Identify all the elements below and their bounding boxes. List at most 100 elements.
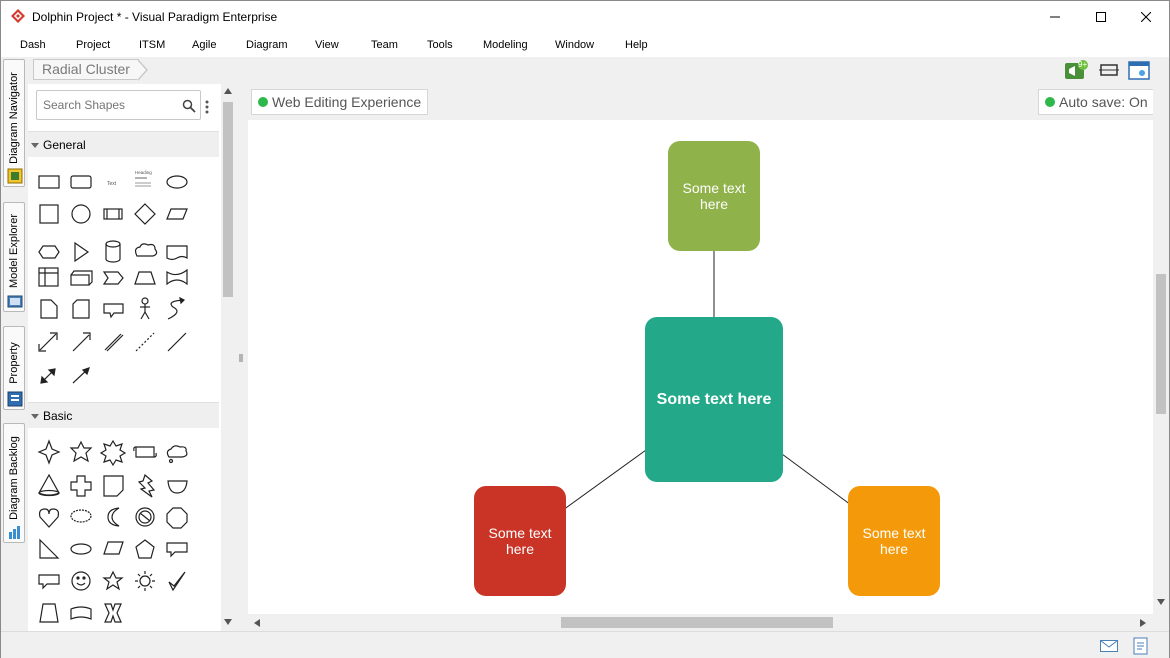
menu-team[interactable]: Team <box>371 39 398 51</box>
menu-view[interactable]: View <box>315 39 339 51</box>
heart-shape[interactable] <box>38 508 60 528</box>
diamond-shape[interactable] <box>134 203 156 225</box>
check-shape[interactable] <box>168 571 186 592</box>
double-line-shape[interactable] <box>104 333 124 352</box>
maximize-button[interactable] <box>1078 1 1124 33</box>
menu-agile[interactable]: Agile <box>192 39 217 51</box>
connector-left[interactable] <box>562 449 647 511</box>
folded-corner-shape[interactable] <box>103 475 124 497</box>
page-shape[interactable] <box>40 299 58 319</box>
cloud-shape[interactable] <box>134 243 158 257</box>
canvas-horizontal-scroll-thumb[interactable] <box>561 617 833 628</box>
scroll-shape[interactable] <box>133 446 157 458</box>
cross-shape[interactable] <box>70 475 92 497</box>
scroll-down-icon[interactable] <box>224 619 232 625</box>
burst-shape[interactable] <box>99 439 127 467</box>
breadcrumb[interactable]: Radial Cluster <box>33 59 139 80</box>
menu-help[interactable]: Help <box>625 39 648 51</box>
search-icon[interactable] <box>182 99 196 113</box>
menu-itsm[interactable]: ITSM <box>139 39 166 51</box>
table-shape[interactable] <box>38 267 59 287</box>
tab-model-explorer[interactable]: Model Explorer <box>3 202 25 312</box>
scroll-down-icon[interactable] <box>1157 599 1165 605</box>
scroll-right-icon[interactable] <box>1140 619 1146 627</box>
trapezoid-shape[interactable] <box>134 271 156 285</box>
canvas-vertical-scroll-thumb[interactable] <box>1156 274 1166 414</box>
tab-diagram-navigator[interactable]: Diagram Navigator <box>3 59 25 187</box>
notes-icon[interactable] <box>1133 637 1149 655</box>
panel-splitter[interactable] <box>235 84 247 631</box>
x-shape[interactable] <box>104 603 122 623</box>
rect-callout-2-shape[interactable] <box>38 574 60 590</box>
trapezoid-2-shape[interactable] <box>39 603 59 623</box>
node-left[interactable]: Some text here <box>474 486 566 596</box>
fit-diagram-button[interactable] <box>1098 60 1120 80</box>
chevron-shape[interactable] <box>102 271 124 285</box>
menu-diagram[interactable]: Diagram <box>246 39 288 51</box>
tab-diagram-backlog[interactable]: Diagram Backlog <box>3 423 25 543</box>
diagram-canvas[interactable]: Some text here Some text here Some text … <box>248 120 1153 614</box>
menu-project[interactable]: Project <box>76 39 111 51</box>
triangle-shape[interactable] <box>74 241 90 263</box>
hexagon-shape[interactable] <box>38 245 60 259</box>
rect-callout-shape[interactable] <box>166 542 188 558</box>
scroll-left-icon[interactable] <box>254 619 260 627</box>
menu-dash[interactable]: Dash <box>20 39 46 51</box>
circle-shape[interactable] <box>71 204 91 224</box>
five-star-shape[interactable] <box>102 570 124 591</box>
category-basic[interactable]: Basic <box>28 402 219 428</box>
node-top[interactable]: Some text here <box>668 141 760 251</box>
document-shape[interactable] <box>166 245 188 261</box>
actor-shape[interactable] <box>140 297 150 320</box>
text-shape[interactable]: Text <box>107 181 117 187</box>
cone-shape[interactable] <box>38 473 60 497</box>
pentagon-shape[interactable] <box>135 539 155 559</box>
lightning-shape[interactable] <box>137 473 156 498</box>
star-shape[interactable] <box>69 440 93 463</box>
rounded-rectangle-shape[interactable] <box>70 175 92 189</box>
layout-panel-button[interactable] <box>1128 60 1150 80</box>
menu-modeling[interactable]: Modeling <box>483 39 528 51</box>
rectangle-shape[interactable] <box>38 175 60 189</box>
category-general[interactable]: General <box>28 131 219 157</box>
callout-shape[interactable] <box>103 303 124 319</box>
smiley-shape[interactable] <box>71 571 91 591</box>
wave-shape[interactable] <box>166 268 188 286</box>
node-right[interactable]: Some text here <box>848 486 940 596</box>
double-arrow-shape[interactable] <box>38 332 58 352</box>
parallelogram-shape[interactable] <box>166 208 188 220</box>
connector-right[interactable] <box>781 453 852 506</box>
card-shape[interactable] <box>72 299 90 319</box>
oval-callout-shape[interactable] <box>70 509 92 523</box>
bidirectional-connector-shape[interactable] <box>40 368 56 384</box>
search-shapes-input[interactable] <box>43 98 173 112</box>
canvas-horizontal-scrollbar[interactable] <box>248 614 1153 631</box>
speech-oval-shape[interactable] <box>70 543 92 555</box>
canvas-vertical-scrollbar[interactable] <box>1153 84 1168 614</box>
cloud-callout-shape[interactable] <box>166 445 188 464</box>
ellipse-shape[interactable] <box>166 175 188 189</box>
tab-property[interactable]: Property <box>3 326 25 410</box>
half-circle-shape[interactable] <box>167 480 188 494</box>
cylinder-shape[interactable] <box>105 240 121 263</box>
curve-shape[interactable] <box>167 296 186 320</box>
web-editing-badge[interactable]: Web Editing Experience <box>251 89 429 115</box>
minimize-button[interactable] <box>1032 1 1078 33</box>
menu-window[interactable]: Window <box>555 39 595 51</box>
dashed-line-shape[interactable] <box>135 332 155 352</box>
directional-connector-shape[interactable] <box>72 367 90 384</box>
line-shape[interactable] <box>167 332 187 352</box>
octagon-shape[interactable] <box>166 507 188 529</box>
cube-shape[interactable] <box>70 270 93 286</box>
four-point-star-shape[interactable] <box>37 439 61 465</box>
moon-shape[interactable] <box>107 507 120 527</box>
node-center[interactable]: Some text here <box>645 317 783 482</box>
sun-shape[interactable] <box>135 571 155 591</box>
no-symbol-shape[interactable] <box>135 507 155 527</box>
mail-icon[interactable] <box>1100 640 1118 652</box>
process-shape[interactable] <box>103 208 123 220</box>
notifications-button[interactable]: 9+ <box>1064 60 1088 80</box>
menu-tools[interactable]: Tools <box>427 39 453 51</box>
scroll-up-icon[interactable] <box>224 88 232 94</box>
shape-panel-scrollbar[interactable] <box>221 84 235 631</box>
